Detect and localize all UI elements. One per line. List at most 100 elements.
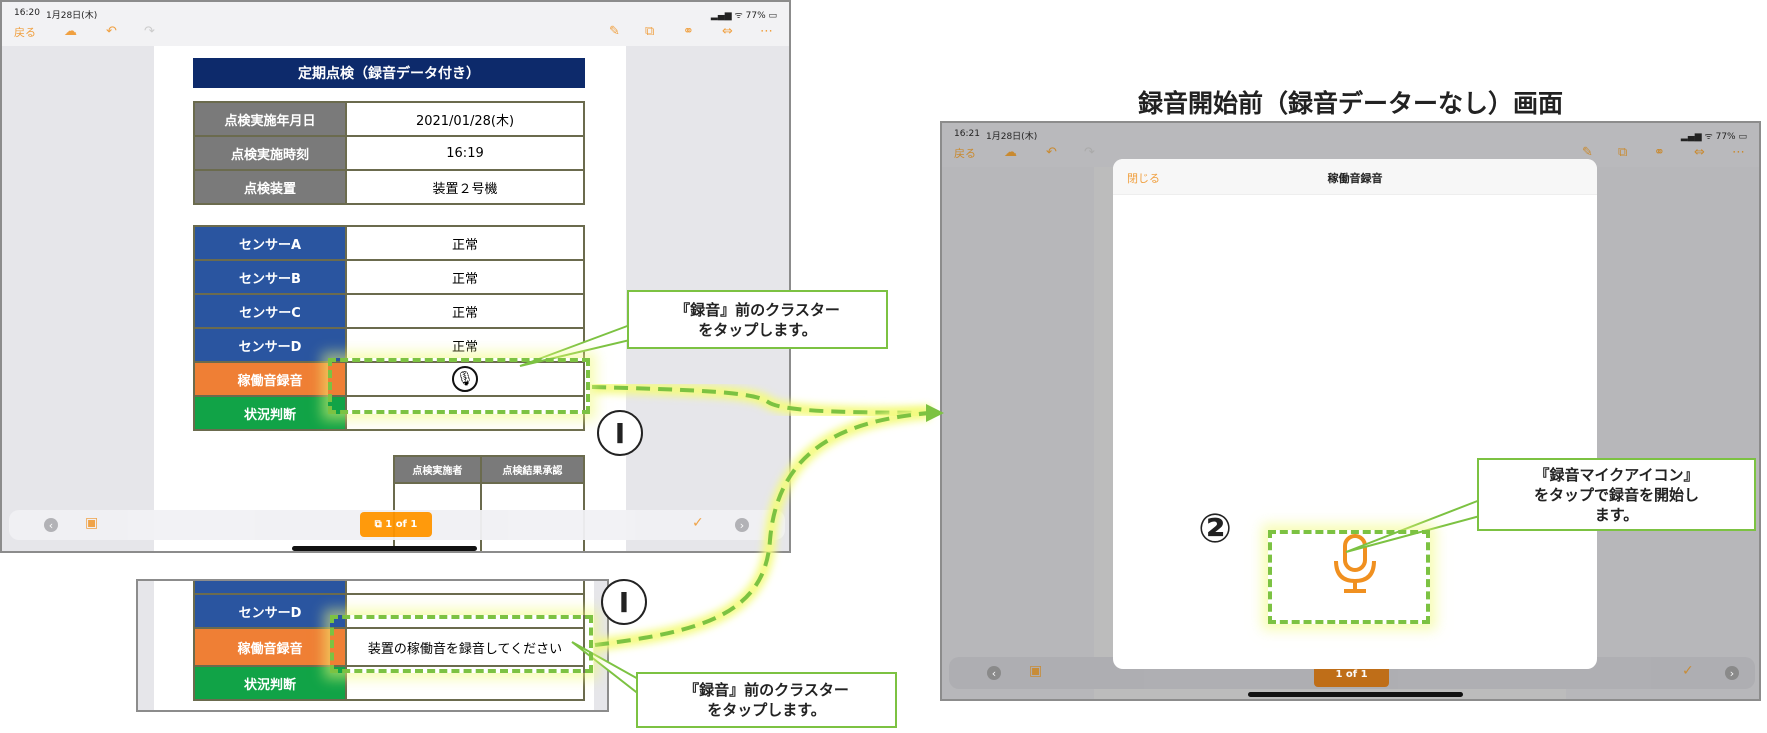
callout-text: 『録音マイクアイコン』 [1534, 465, 1699, 484]
prev-icon[interactable]: ‹ [987, 666, 1001, 680]
markup-icon[interactable]: ✎ [1582, 145, 1593, 160]
row-value[interactable]: 16:19 [345, 135, 585, 171]
callout-tap-mic: 『録音マイクアイコン』をタップで録音を開始します。 [1477, 458, 1756, 531]
pages-icon: ⧉ [374, 519, 386, 530]
copy-icon[interactable]: ⧉ [645, 24, 655, 39]
fit-width-icon[interactable]: ⇔ [722, 24, 733, 39]
callout-text: をタップします。 [698, 320, 817, 339]
callout-text: をタップします。 [707, 701, 826, 719]
table-row[interactable]: 状況判断 [193, 665, 585, 701]
table-row[interactable]: センサーD [193, 593, 585, 629]
row-label: 点検装置 [193, 169, 347, 205]
callout-tap-cluster-1: 『録音』前のクラスターをタップします。 [627, 290, 888, 349]
table-row[interactable]: 稼働音録音 🎙 [193, 361, 585, 397]
prev-icon[interactable]: ‹ [44, 518, 58, 532]
step-1-marker: Ⅰ [597, 410, 643, 456]
row-label: 状況判断 [193, 665, 347, 701]
inset-table: センサーD 稼働音録音装置の稼働音を録音してください 状況判断 [193, 581, 585, 701]
document-title: 定期点検（録音データ付き） [193, 58, 585, 88]
status-time: 16:21 [954, 129, 980, 139]
step-2-marker: ② [1198, 506, 1232, 552]
save-icon[interactable]: ▣ [85, 515, 99, 531]
battery-status: ▂▄▆ ᯤ 77% ▭ [710, 11, 777, 21]
step-1-marker-inset: Ⅰ [601, 579, 647, 625]
redo-icon[interactable]: ↷ [144, 24, 155, 39]
back-button[interactable]: 戻る [954, 147, 976, 160]
microphone-icon[interactable]: 🎙 [452, 366, 478, 392]
row-label: 点検実施時刻 [193, 135, 347, 171]
status-date: 1月28日(木) [986, 132, 1038, 142]
row-value[interactable]: 正常 [345, 259, 585, 295]
page-indicator[interactable]: ⧉ 1 of 1 [360, 512, 432, 537]
close-button[interactable]: 閉じる [1127, 172, 1160, 185]
callout-text: をタップで録音を開始し [1533, 485, 1699, 504]
save-icon[interactable]: ▣ [1029, 663, 1043, 679]
recording-modal: 閉じる 稼働音録音 [1113, 159, 1597, 669]
page-count: 1 of 1 [385, 519, 418, 530]
table-row[interactable]: 稼働音録音装置の稼働音を録音してください [193, 627, 585, 667]
more-icon[interactable]: ⋯ [760, 24, 773, 39]
row-label: センサーD [193, 593, 347, 629]
next-icon[interactable]: › [735, 518, 749, 532]
highlight-record-cell [328, 358, 590, 414]
home-indicator [1248, 692, 1463, 697]
cloud-icon[interactable]: ☁ [64, 24, 77, 39]
row-label: センサーD [193, 327, 347, 363]
callout-tap-cluster-2: 『録音』前のクラスターをタップします。 [636, 672, 897, 728]
row-value[interactable]: 正常 [345, 293, 585, 329]
battery-percent: 77% [1715, 132, 1736, 142]
row-value[interactable]: 2021/01/28(木) [345, 101, 585, 137]
record-microphone-icon[interactable] [1330, 533, 1380, 595]
more-icon[interactable]: ⋯ [1732, 145, 1745, 160]
redo-icon[interactable]: ↷ [1084, 145, 1095, 160]
row-value[interactable]: 装置２号機 [345, 169, 585, 205]
right-ipad-screen: 16:21 1月28日(木) ▂▄▆ ᯤ 77% ▭ 戻る ☁ ↶ ↷ ✎ ⧉ … [940, 121, 1761, 701]
highlight-mic-icon [1268, 530, 1430, 624]
record-cell[interactable]: 🎙 [345, 361, 585, 397]
battery-status: ▂▄▆ ᯤ 77% ▭ [1680, 132, 1747, 142]
row-value[interactable]: 正常 [345, 225, 585, 261]
back-button[interactable]: 戻る [14, 26, 36, 39]
row-label: 稼働音録音 [193, 361, 347, 397]
next-icon[interactable]: › [1725, 666, 1739, 680]
link-icon[interactable]: ⚭ [683, 24, 694, 39]
markup-icon[interactable]: ✎ [609, 24, 620, 39]
cloud-icon[interactable]: ☁ [1004, 145, 1017, 160]
row-value[interactable] [345, 593, 585, 629]
checkmark-icon[interactable]: ✓ [692, 515, 704, 531]
copy-icon[interactable]: ⧉ [1618, 145, 1628, 160]
row-label: 点検実施年月日 [193, 101, 347, 137]
status-date: 1月28日(木) [46, 11, 98, 21]
undo-icon[interactable]: ↶ [1046, 145, 1057, 160]
row-label: センサーC [193, 293, 347, 329]
modal-header: 閉じる 稼働音録音 [1113, 159, 1597, 195]
table-row[interactable]: 点検装置装置２号機 [193, 169, 585, 205]
row-label: センサーB [193, 259, 347, 295]
undo-icon[interactable]: ↶ [106, 24, 117, 39]
arrow-head [926, 404, 944, 422]
fit-width-icon[interactable]: ⇔ [1694, 145, 1705, 160]
record-instruction[interactable]: 装置の稼働音を録音してください [345, 627, 585, 667]
row-label: 稼働音録音 [193, 627, 347, 667]
highlight-inset-record-cell [330, 615, 593, 673]
link-icon[interactable]: ⚭ [1654, 145, 1665, 160]
status-time: 16:20 [14, 8, 40, 18]
callout-text: 『録音』前のクラスター [675, 300, 840, 319]
modal-title: 稼働音録音 [1327, 172, 1383, 185]
callout-text: 『録音』前のクラスター [684, 681, 849, 699]
page-count: 1 of 1 [1335, 668, 1368, 680]
checkmark-icon[interactable]: ✓ [1682, 663, 1694, 679]
callout-text: ます。 [1594, 505, 1639, 524]
left-ipad-screen: 16:20 1月28日(木) ▂▄▆ ᯤ 77% ▭ 戻る ☁ ↶ ↷ ✎ ⧉ … [0, 0, 791, 553]
home-indicator [292, 546, 477, 551]
arrow-1 [591, 381, 931, 419]
